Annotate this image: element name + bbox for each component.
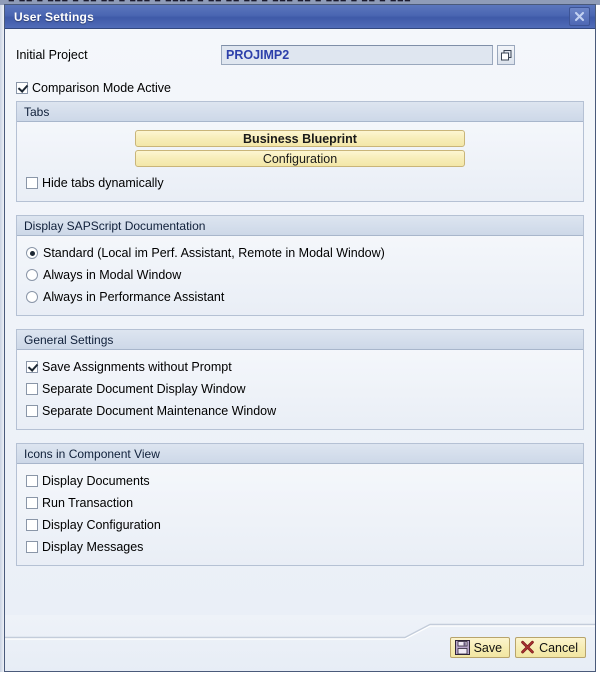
radio-standard-label: Standard (Local im Perf. Assistant, Remo… — [43, 246, 385, 260]
cancel-button[interactable]: Cancel — [515, 637, 586, 658]
hide-tabs-dynamically-row[interactable]: Hide tabs dynamically — [17, 172, 583, 194]
group-general-settings-header: General Settings — [17, 330, 583, 350]
radio-standard[interactable] — [26, 247, 38, 259]
value-help-icon[interactable] — [497, 45, 515, 65]
display-configuration-checkbox[interactable] — [26, 519, 38, 531]
radio-row-always-modal[interactable]: Always in Modal Window — [17, 264, 583, 286]
cancel-button-label: Cancel — [539, 640, 578, 655]
group-sapscript-content: Standard (Local im Perf. Assistant, Remo… — [17, 236, 583, 315]
group-general-settings: General Settings Save Assignments withou… — [16, 329, 584, 430]
tab-button-business-blueprint[interactable]: Business Blueprint — [135, 130, 465, 147]
separate-maintenance-window-row[interactable]: Separate Document Maintenance Window — [17, 400, 583, 422]
group-tabs-header: Tabs — [17, 102, 583, 122]
group-sapscript-documentation: Display SAPScript Documentation Standard… — [16, 215, 584, 316]
group-tabs-content: Business Blueprint Configuration Hide ta… — [17, 122, 583, 201]
dialog-title: User Settings — [14, 9, 94, 24]
separate-display-window-checkbox[interactable] — [26, 383, 38, 395]
display-documents-label: Display Documents — [42, 474, 150, 488]
separate-maintenance-window-label: Separate Document Maintenance Window — [42, 404, 277, 418]
red-x-icon — [521, 640, 534, 654]
initial-project-label: Initial Project — [16, 48, 88, 62]
display-messages-label: Display Messages — [42, 540, 144, 554]
run-transaction-checkbox[interactable] — [26, 497, 38, 509]
comparison-mode-checkbox[interactable] — [16, 82, 28, 94]
display-messages-checkbox[interactable] — [26, 541, 38, 553]
group-sapscript-header: Display SAPScript Documentation — [17, 216, 583, 236]
group-icons-header: Icons in Component View — [17, 444, 583, 464]
radio-always-modal-label: Always in Modal Window — [43, 268, 182, 282]
background-left-sliver — [0, 5, 4, 672]
save-assignments-row[interactable]: Save Assignments without Prompt — [17, 356, 583, 378]
group-icons-component-view: Icons in Component View Display Document… — [16, 443, 584, 566]
separate-maintenance-window-checkbox[interactable] — [26, 405, 38, 417]
hide-tabs-dynamically-label: Hide tabs dynamically — [42, 176, 164, 190]
initial-project-input[interactable] — [221, 45, 493, 65]
dialog-titlebar[interactable]: User Settings — [5, 5, 595, 29]
run-transaction-row[interactable]: Run Transaction — [17, 492, 583, 514]
separate-display-window-row[interactable]: Separate Document Display Window — [17, 378, 583, 400]
user-settings-dialog: User Settings Initial Project — [4, 4, 596, 672]
radio-always-modal-window[interactable] — [26, 269, 38, 281]
display-messages-row[interactable]: Display Messages — [17, 536, 583, 558]
dialog-body: Initial Project Comparison Mode — [5, 29, 595, 615]
group-icons-content: Display Documents Run Transaction Displa… — [17, 464, 583, 565]
close-icon[interactable] — [569, 7, 590, 26]
display-configuration-row[interactable]: Display Configuration — [17, 514, 583, 536]
separate-display-window-label: Separate Document Display Window — [42, 382, 246, 396]
group-tabs: Tabs Business Blueprint Configuration Hi… — [16, 101, 584, 202]
radio-always-performance-assistant[interactable] — [26, 291, 38, 303]
comparison-mode-label: Comparison Mode Active — [32, 81, 171, 95]
tab-buttons-wrap: Business Blueprint Configuration — [17, 128, 583, 172]
background-strip-text: ■ ■■ ■ ■■■ ■ ■■ ■■ ■ ■■■ ■ ■■■■ ■ ■■ ■■ … — [8, 0, 411, 5]
initial-project-row: Initial Project — [16, 29, 584, 77]
display-configuration-label: Display Configuration — [42, 518, 161, 532]
dialog-footer: Save Cancel — [5, 615, 595, 671]
group-general-settings-content: Save Assignments without Prompt Separate… — [17, 350, 583, 429]
save-assignments-label: Save Assignments without Prompt — [42, 360, 232, 374]
display-documents-checkbox[interactable] — [26, 475, 38, 487]
footer-button-row: Save Cancel — [449, 637, 586, 658]
display-documents-row[interactable]: Display Documents — [17, 470, 583, 492]
background-window-strip: ■ ■■ ■ ■■■ ■ ■■ ■■ ■ ■■■ ■ ■■■■ ■ ■■ ■■ … — [0, 0, 600, 5]
radio-row-standard[interactable]: Standard (Local im Perf. Assistant, Remo… — [17, 242, 583, 264]
radio-always-perf-assistant-label: Always in Performance Assistant — [43, 290, 225, 304]
initial-project-input-wrap — [221, 45, 493, 65]
floppy-disk-icon — [454, 640, 470, 655]
save-assignments-checkbox[interactable] — [26, 361, 38, 373]
run-transaction-label: Run Transaction — [42, 496, 134, 510]
save-button-label: Save — [473, 640, 503, 655]
comparison-mode-checkbox-row[interactable]: Comparison Mode Active — [16, 75, 584, 101]
save-button[interactable]: Save — [449, 637, 511, 658]
tab-button-configuration[interactable]: Configuration — [135, 150, 465, 167]
hide-tabs-dynamically-checkbox[interactable] — [26, 177, 38, 189]
radio-row-always-perf-assistant[interactable]: Always in Performance Assistant — [17, 286, 583, 308]
